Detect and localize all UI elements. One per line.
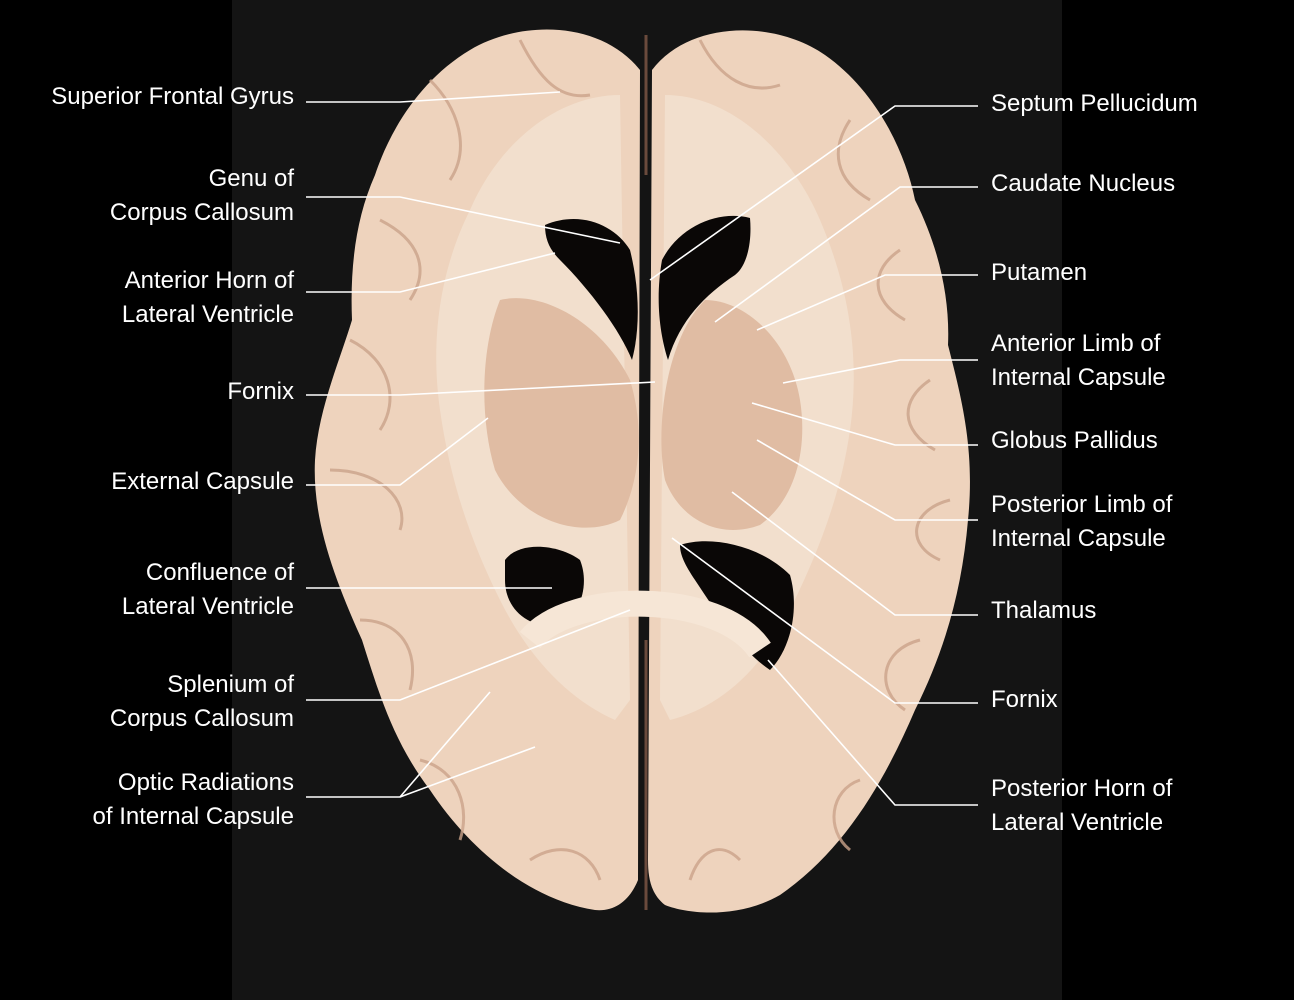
deep-nuclei-right xyxy=(661,300,803,530)
label-anterior-limb-internal-capsule: Anterior Limb of Internal Capsule xyxy=(991,327,1166,395)
label-line: Superior Frontal Gyrus xyxy=(51,83,294,110)
anterior-horn-left xyxy=(545,219,638,360)
leader-lines xyxy=(306,91,978,806)
leader-splenium xyxy=(306,609,631,701)
leader-anterior-limb xyxy=(782,359,978,384)
leader-fornix-left xyxy=(306,381,656,396)
leader-putamen xyxy=(756,274,978,331)
label-posterior-horn-lateral-ventricle: Posterior Horn of Lateral Ventricle xyxy=(991,772,1172,840)
label-external-capsule: External Capsule xyxy=(111,465,294,499)
label-confluence-lateral-ventricle: Confluence of Lateral Ventricle xyxy=(122,556,294,624)
leader-anterior-horn xyxy=(306,252,556,293)
label-globus-pallidus: Globus Pallidus xyxy=(991,424,1158,458)
label-superior-frontal-gyrus: Superior Frontal Gyrus xyxy=(51,80,294,114)
label-line: Corpus Callosum xyxy=(109,199,294,226)
label-line: Genu of xyxy=(208,165,294,192)
leader-fornix-right xyxy=(671,537,978,704)
leader-superior-frontal-gyrus xyxy=(306,91,561,103)
label-line: Internal Capsule xyxy=(991,364,1166,391)
label-line: External Capsule xyxy=(111,468,294,495)
leader-posterior-horn xyxy=(767,659,978,806)
label-anterior-horn-lateral-ventricle: Anterior Horn of Lateral Ventricle xyxy=(122,264,294,332)
leader-genu xyxy=(306,196,621,244)
label-line: Lateral Ventricle xyxy=(121,301,294,328)
label-optic-radiations: Optic Radiations of Internal Capsule xyxy=(93,766,294,834)
label-line: Fornix xyxy=(227,378,294,405)
leader-septum-pellucidum xyxy=(649,105,978,281)
splenium-arc xyxy=(519,590,771,659)
leader-optic-radiations-b xyxy=(399,746,536,798)
label-fornix-left: Fornix xyxy=(227,375,294,409)
leader-caudate xyxy=(714,186,978,323)
label-line: Optic Radiations xyxy=(117,769,294,796)
brain-axial-section xyxy=(314,29,970,913)
label-posterior-limb-internal-capsule: Posterior Limb of Internal Capsule xyxy=(991,488,1172,556)
label-caudate-nucleus: Caudate Nucleus xyxy=(991,167,1175,201)
label-line: Confluence of xyxy=(145,559,294,586)
label-line: Corpus Callosum xyxy=(109,705,294,732)
leader-external-capsule xyxy=(306,417,489,486)
leader-thalamus xyxy=(731,491,978,616)
label-splenium-corpus-callosum: Splenium of Corpus Callosum xyxy=(110,668,294,736)
label-genu-corpus-callosum: Genu of Corpus Callosum xyxy=(110,162,294,230)
label-line: Caudate Nucleus xyxy=(991,170,1176,197)
leader-globus-pallidus xyxy=(751,402,978,446)
label-line: Splenium of xyxy=(167,671,294,698)
deep-nuclei-left xyxy=(484,298,639,528)
label-line: Posterior Limb of xyxy=(991,491,1173,518)
label-line: of Internal Capsule xyxy=(92,803,294,830)
leader-posterior-limb xyxy=(756,439,978,521)
label-line: Septum Pellucidum xyxy=(991,90,1198,117)
label-fornix-right: Fornix xyxy=(991,683,1058,717)
label-line: Putamen xyxy=(991,259,1088,286)
label-line: Anterior Horn of xyxy=(124,267,294,294)
label-line: Lateral Ventricle xyxy=(121,593,294,620)
label-line: Internal Capsule xyxy=(991,525,1166,552)
label-line: Globus Pallidus xyxy=(991,427,1158,454)
gyral-texture xyxy=(329,39,951,881)
label-line: Thalamus xyxy=(991,597,1097,624)
label-line: Fornix xyxy=(991,686,1058,713)
label-line: Posterior Horn of xyxy=(991,775,1173,802)
label-line: Anterior Limb of xyxy=(991,330,1161,357)
label-putamen: Putamen xyxy=(991,256,1087,290)
anterior-horn-right xyxy=(658,215,751,360)
label-septum-pellucidum: Septum Pellucidum xyxy=(991,87,1198,121)
label-thalamus: Thalamus xyxy=(991,594,1096,628)
label-line: Lateral Ventricle xyxy=(991,809,1164,836)
